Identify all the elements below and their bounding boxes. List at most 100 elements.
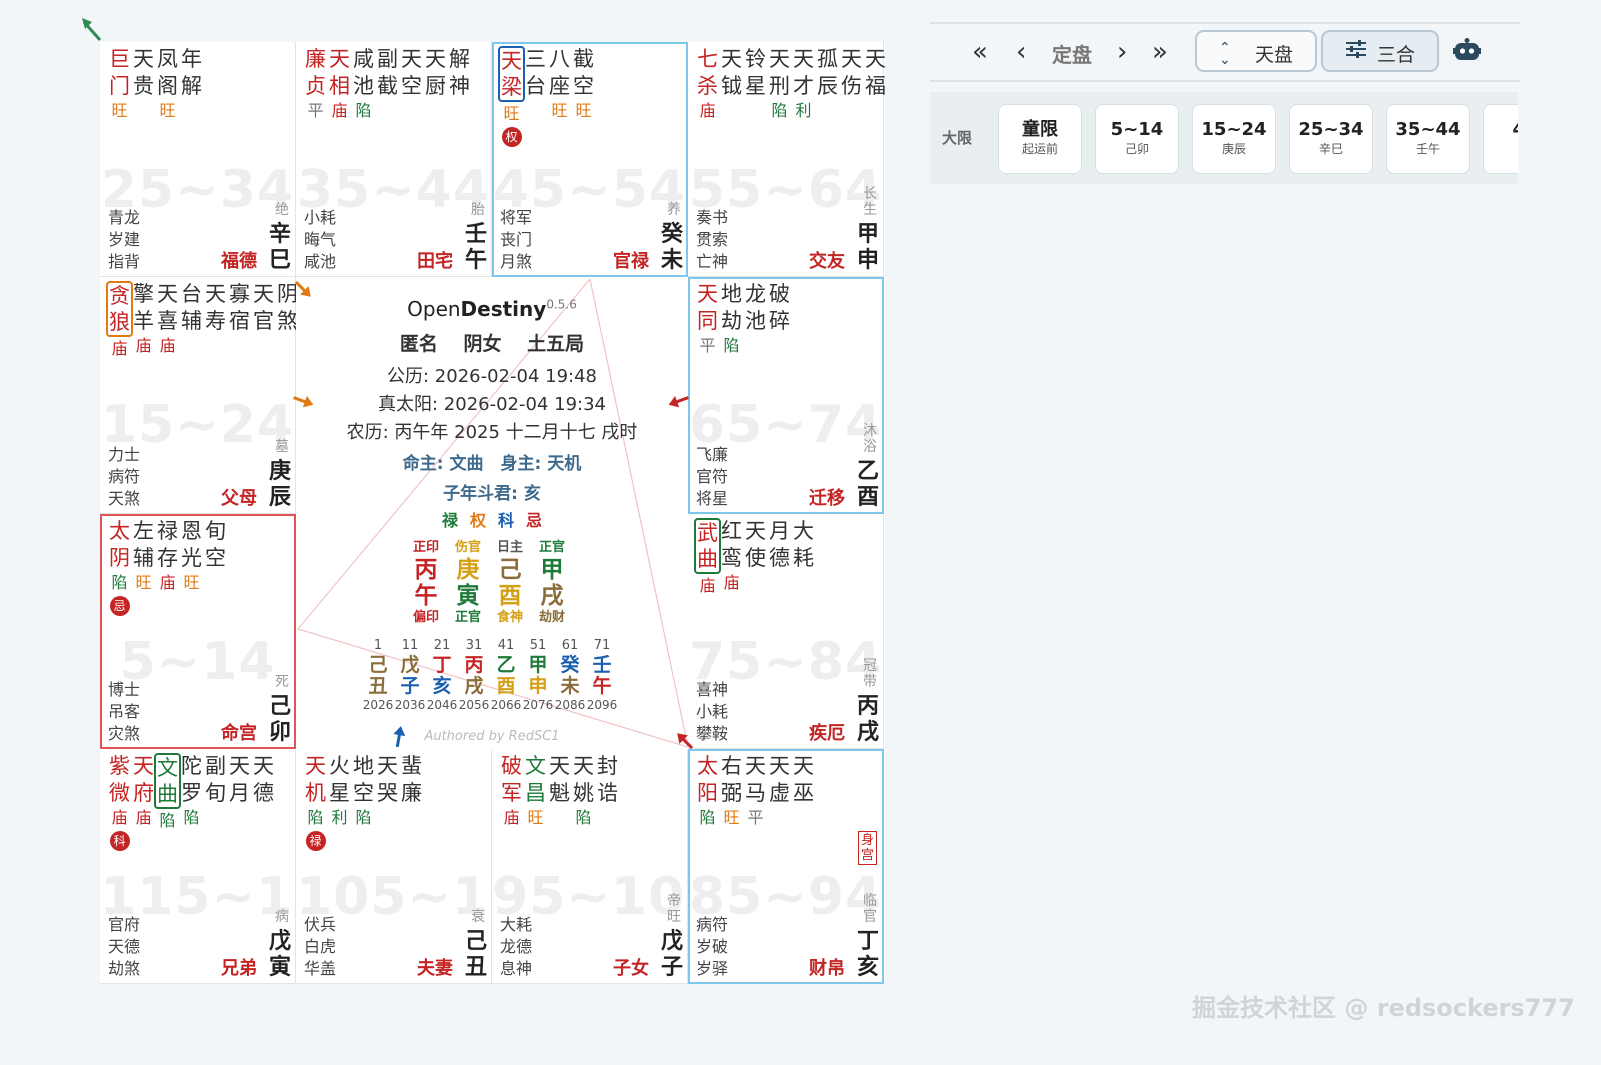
star[interactable]: 天寿 <box>204 281 227 335</box>
star[interactable]: 擎羊庙 <box>132 281 155 357</box>
star[interactable]: 天厨 <box>424 46 447 100</box>
star[interactable]: 禄存庙 <box>156 518 179 594</box>
star[interactable]: 红鸾庙 <box>720 518 743 594</box>
star[interactable]: 天机陷禄 <box>304 753 327 851</box>
star[interactable]: 紫微庙科 <box>108 753 131 851</box>
star[interactable]: 八座旺 <box>548 46 571 122</box>
star[interactable]: 天伤 <box>840 46 863 100</box>
star[interactable]: 恩光旺 <box>180 518 203 594</box>
star[interactable]: 蜚廉 <box>400 753 423 807</box>
star[interactable]: 巨门旺 <box>108 46 131 122</box>
star[interactable]: 铃星 <box>744 46 767 100</box>
star[interactable]: 寡宿 <box>228 281 251 335</box>
daxian-card[interactable]: 童限起运前 <box>998 104 1082 174</box>
star[interactable]: 副旬 <box>204 753 227 807</box>
star[interactable]: 天月 <box>228 753 251 807</box>
star[interactable]: 天马平 <box>744 753 767 829</box>
star[interactable]: 天钺 <box>720 46 743 100</box>
star[interactable]: 地空陷 <box>352 753 375 829</box>
star[interactable]: 文曲陷 <box>154 753 181 832</box>
star[interactable]: 凤阁旺 <box>156 46 179 122</box>
first-page-button[interactable]: « <box>972 37 988 67</box>
star[interactable]: 太阴陷忌 <box>108 518 131 616</box>
star[interactable]: 天刑陷 <box>768 46 791 122</box>
star[interactable]: 破碎 <box>768 281 791 335</box>
star[interactable]: 副截 <box>376 46 399 100</box>
star[interactable]: 天使 <box>744 518 767 572</box>
last-page-button[interactable]: » <box>1152 37 1168 67</box>
star[interactable]: 天府庙 <box>132 753 155 829</box>
sanhe-toggle[interactable]: 三合 <box>1321 30 1439 72</box>
star[interactable]: 天德 <box>252 753 275 807</box>
star[interactable]: 文昌旺 <box>524 753 547 829</box>
star[interactable]: 陀罗陷 <box>180 753 203 829</box>
star[interactable]: 台辅 <box>180 281 203 335</box>
prev-button[interactable]: ‹ <box>1016 37 1027 67</box>
daxian-card[interactable]: 45癸 <box>1483 104 1518 174</box>
star[interactable]: 天福 <box>864 46 887 100</box>
star[interactable]: 孤辰 <box>816 46 839 100</box>
star[interactable]: 旬空 <box>204 518 227 572</box>
star[interactable]: 天相庙 <box>328 46 351 122</box>
star[interactable]: 天虚 <box>768 753 791 807</box>
star[interactable]: 解神 <box>448 46 471 100</box>
star[interactable]: 左辅旺 <box>132 518 155 594</box>
next-button[interactable]: › <box>1117 37 1128 67</box>
star[interactable]: 天才利 <box>792 46 815 122</box>
star[interactable]: 龙池 <box>744 281 767 335</box>
star[interactable]: 地劫陷 <box>720 281 743 357</box>
fix-chart-label[interactable]: 定盘 <box>1052 43 1092 67</box>
star[interactable]: 大耗 <box>792 518 815 572</box>
star[interactable]: 廉贞平 <box>304 46 327 122</box>
star[interactable]: 天空 <box>400 46 423 100</box>
star[interactable]: 截空旺 <box>572 46 595 122</box>
star[interactable]: 武曲庙 <box>694 518 721 597</box>
star[interactable]: 天贵 <box>132 46 155 100</box>
star[interactable]: 右弼旺 <box>720 753 743 829</box>
star[interactable]: 年解 <box>180 46 203 100</box>
star[interactable]: 七杀庙 <box>696 46 719 122</box>
star[interactable]: 天哭 <box>376 753 399 807</box>
star[interactable]: 天喜庙 <box>156 281 179 357</box>
star[interactable]: 太阳陷 <box>696 753 719 829</box>
star[interactable]: 天巫 <box>792 753 815 807</box>
star[interactable]: 破军庙 <box>500 753 523 829</box>
star[interactable]: 天姚陷 <box>572 753 595 829</box>
star[interactable]: 月德 <box>768 518 791 572</box>
star[interactable]: 天魁 <box>548 753 571 807</box>
star[interactable]: 封诰 <box>596 753 619 807</box>
star[interactable]: 三台 <box>524 46 547 100</box>
star[interactable]: 天梁旺权 <box>498 46 525 147</box>
robot-icon[interactable] <box>1453 38 1481 62</box>
star[interactable]: 咸池陷 <box>352 46 375 122</box>
star[interactable]: 天官 <box>252 281 275 335</box>
star[interactable]: 贪狼庙 <box>106 281 133 360</box>
star[interactable]: 火星利 <box>328 753 351 829</box>
star[interactable]: 阴煞 <box>276 281 299 335</box>
star[interactable]: 天同平 <box>696 281 719 357</box>
